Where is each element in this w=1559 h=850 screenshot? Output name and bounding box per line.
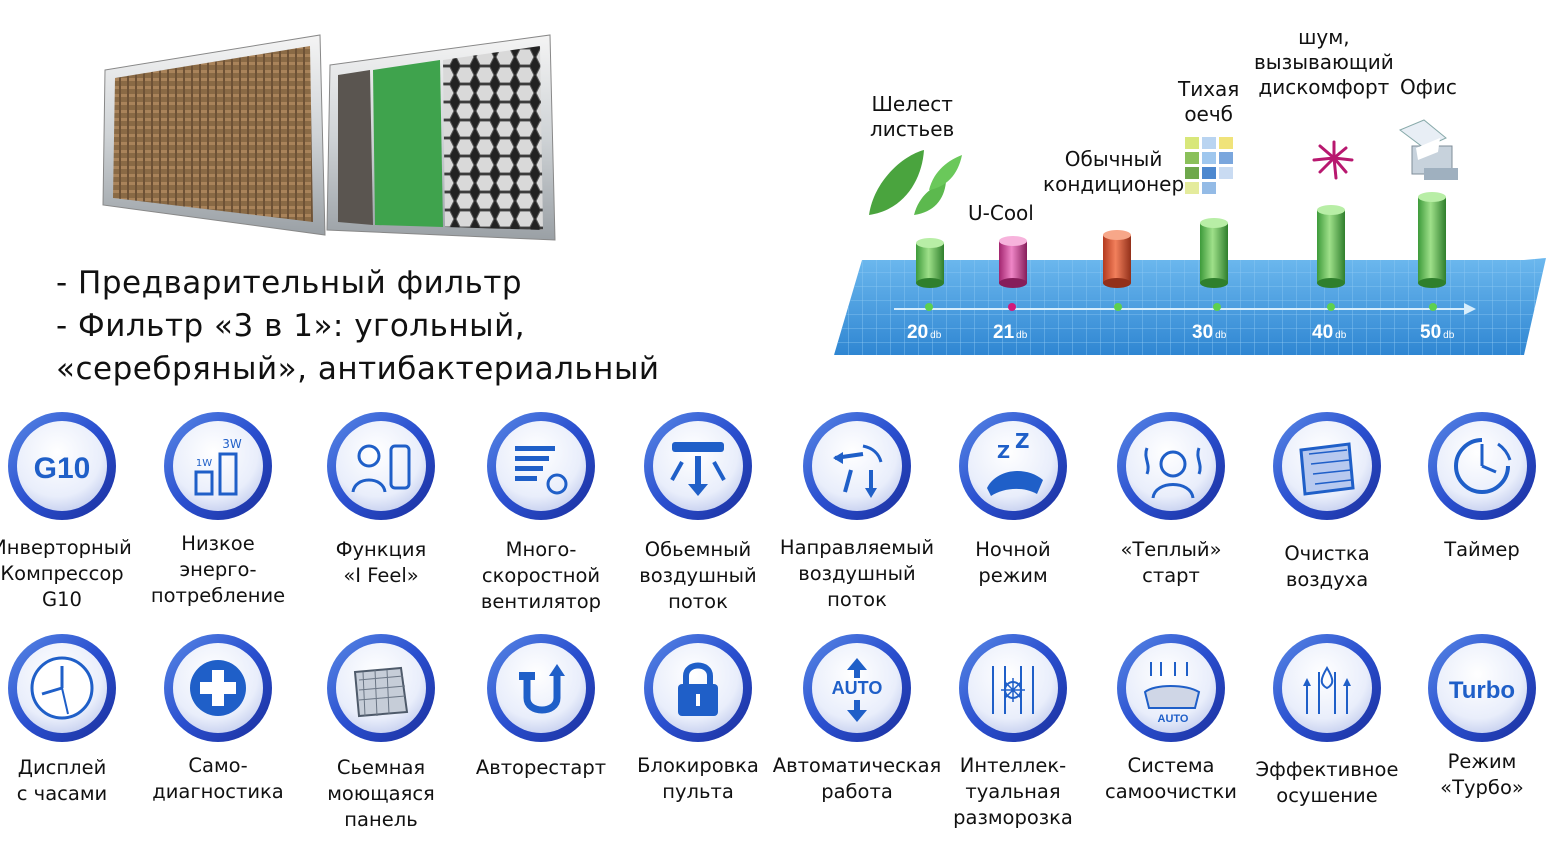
feature-label: Ночной режим bbox=[975, 538, 1051, 587]
svg-text:1W: 1W bbox=[196, 458, 212, 469]
noise-burst-icon bbox=[1312, 140, 1354, 180]
filter-description: - Предварительный фильтр - Фильтр «3 в 1… bbox=[56, 262, 660, 391]
noise-label-office: Офис bbox=[1400, 75, 1457, 99]
feature-label: «Теплый» старт bbox=[1120, 538, 1222, 587]
svg-text:3W: 3W bbox=[222, 437, 242, 451]
feature-label: Функция «I Feel» bbox=[335, 538, 427, 587]
noise-label-quiet: Тихая оечб bbox=[1178, 77, 1240, 126]
bar-ac bbox=[1103, 230, 1131, 288]
noise-level-scale: Шелест листьев U-Cool Обычный кондиционе… bbox=[834, 20, 1546, 360]
feature-label: Много- скоростной вентилятор bbox=[480, 538, 602, 613]
feature-label: Система самоочистки bbox=[1105, 754, 1237, 803]
feature-label: Эффективное осушение bbox=[1255, 758, 1399, 807]
bar-ucool bbox=[999, 236, 1027, 288]
airflow-3d-icon bbox=[642, 410, 754, 522]
svg-text:AUTO: AUTO bbox=[1158, 713, 1189, 725]
printer-icon bbox=[1399, 119, 1458, 180]
clock-display-icon bbox=[6, 632, 118, 744]
turbo-icon: Turbo bbox=[1426, 632, 1538, 744]
svg-text:Z: Z bbox=[997, 442, 1010, 463]
air-purify-icon bbox=[1271, 410, 1383, 522]
feature-label: Обьемный воздушный поток bbox=[639, 538, 757, 613]
dehumidify-icon bbox=[1271, 632, 1383, 744]
filter-line-2: - Фильтр «3 в 1»: угольный, bbox=[56, 308, 526, 344]
feature-label: Сьемная моющаяся панель bbox=[327, 756, 435, 831]
warm-start-icon bbox=[1115, 410, 1227, 522]
svg-text:G10: G10 bbox=[34, 452, 91, 485]
feature-label: Авторестарт bbox=[475, 756, 607, 779]
self-diagnosis-icon bbox=[162, 632, 274, 744]
feature-label: Автоматическая работа bbox=[772, 754, 942, 803]
bar-leaves bbox=[916, 238, 944, 288]
self-clean-icon: AUTO bbox=[1115, 632, 1227, 744]
energy-bars-icon: 1W 3W bbox=[162, 410, 274, 522]
filter-line-3: «серебряный», антибактериальный bbox=[56, 351, 660, 387]
fan-speed-icon bbox=[485, 410, 597, 522]
svg-text:AUTO: AUTO bbox=[832, 678, 883, 698]
auto-mode-icon: AUTO bbox=[801, 632, 913, 744]
feature-label: Таймер bbox=[1444, 538, 1520, 561]
feature-label: Очистка воздуха bbox=[1284, 542, 1370, 591]
feature-label: Инверторный Компрессор G10 bbox=[0, 536, 132, 611]
noise-label-leaves: Шелест листьев bbox=[870, 92, 955, 141]
auto-restart-icon bbox=[485, 632, 597, 744]
feature-label: Режим «Турбо» bbox=[1440, 750, 1524, 799]
noise-label-ac: Обычный кондиционер bbox=[1043, 147, 1185, 196]
timer-icon bbox=[1426, 410, 1538, 522]
window-icon bbox=[1185, 137, 1233, 194]
g10-icon: G10 bbox=[6, 410, 118, 522]
feature-label: Блокировка пульта bbox=[637, 754, 759, 803]
washable-panel-icon bbox=[325, 632, 437, 744]
svg-text:Z: Z bbox=[1015, 429, 1030, 453]
lock-icon bbox=[642, 632, 754, 744]
feature-label: Направляемый воздушный поток bbox=[779, 536, 935, 611]
feature-label: Само- диагностика bbox=[152, 754, 284, 803]
noise-label-discomfort: шум, вызывающий дискомфорт bbox=[1254, 25, 1394, 99]
svg-text:Turbo: Turbo bbox=[1449, 677, 1515, 704]
feature-label: Низкое энерго- потребление bbox=[150, 532, 286, 607]
noise-label-ucool: U-Cool bbox=[968, 201, 1034, 225]
filter-illustration bbox=[95, 30, 565, 245]
defrost-icon bbox=[957, 632, 1069, 744]
bar-discomfort bbox=[1317, 205, 1345, 288]
bar-office bbox=[1418, 192, 1446, 288]
directed-airflow-icon bbox=[801, 410, 913, 522]
feature-label: Дисплей с часами bbox=[16, 756, 108, 805]
filter-line-1: - Предварительный фильтр bbox=[56, 265, 523, 301]
bar-quiet bbox=[1200, 218, 1228, 288]
i-feel-remote-icon bbox=[325, 410, 437, 522]
leaf-icon bbox=[869, 150, 962, 215]
feature-label: Интеллек- туальная разморозка bbox=[953, 754, 1073, 829]
